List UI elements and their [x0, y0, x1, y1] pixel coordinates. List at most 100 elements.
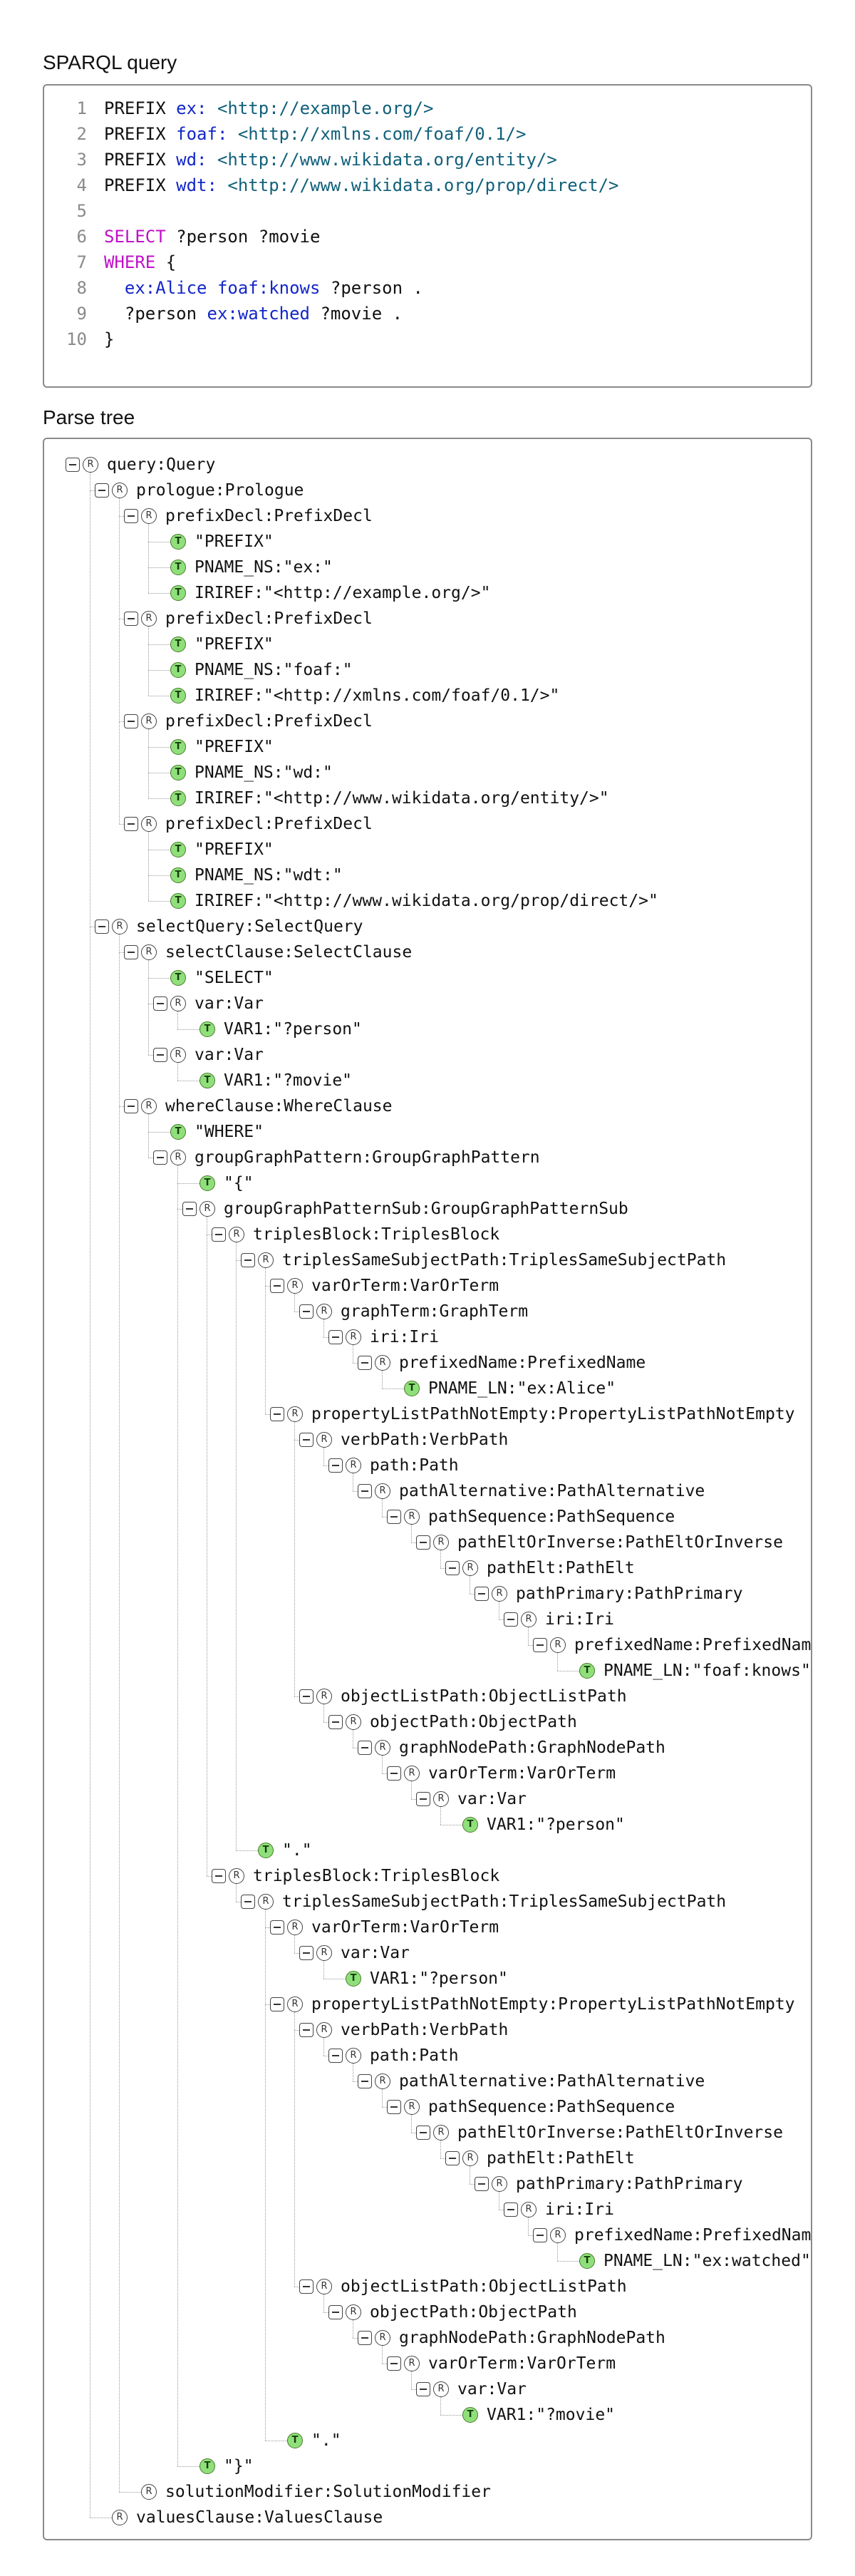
collapse-toggle-icon[interactable]	[328, 1330, 343, 1344]
collapse-toggle-icon[interactable]	[445, 2151, 460, 2165]
terminal-node-label[interactable]: IRIREF:"<http://example.org/>"	[195, 584, 491, 602]
terminal-node-label[interactable]: PNAME_NS:"foaf:"	[195, 661, 353, 679]
rule-node-label[interactable]: objectListPath:ObjectListPath	[341, 2277, 627, 2296]
collapse-toggle-icon[interactable]	[299, 1433, 314, 1447]
collapse-toggle-icon[interactable]	[124, 945, 138, 959]
rule-node-label[interactable]: pathAlternative:PathAlternative	[399, 2072, 705, 2091]
collapse-toggle-icon[interactable]	[299, 1304, 314, 1319]
collapse-toggle-icon[interactable]	[328, 1458, 343, 1473]
rule-node-label[interactable]: graphTerm:GraphTerm	[341, 1302, 529, 1321]
rule-node-label[interactable]: graphNodePath:GraphNodePath	[399, 2329, 665, 2347]
collapse-toggle-icon[interactable]	[533, 1638, 547, 1652]
collapse-toggle-icon[interactable]	[358, 2331, 372, 2345]
terminal-node-label[interactable]: PNAME_NS:"ex:"	[195, 558, 333, 577]
terminal-node-label[interactable]: "{"	[224, 1174, 254, 1192]
collapse-toggle-icon[interactable]	[358, 1741, 372, 1755]
collapse-toggle-icon[interactable]	[270, 1407, 284, 1421]
collapse-toggle-icon[interactable]	[270, 1997, 284, 2011]
terminal-node-label[interactable]: "WHERE"	[195, 1123, 264, 1141]
terminal-node-label[interactable]: VAR1:"?movie"	[487, 2406, 616, 2424]
collapse-toggle-icon[interactable]	[299, 2279, 314, 2294]
terminal-node-label[interactable]: PNAME_NS:"wdt:"	[195, 866, 343, 885]
rule-node-label[interactable]: pathElt:PathElt	[487, 1559, 635, 1577]
collapse-toggle-icon[interactable]	[416, 1792, 430, 1806]
rule-node-label[interactable]: varOrTerm:VarOrTerm	[428, 1764, 616, 1783]
collapse-toggle-icon[interactable]	[124, 817, 138, 831]
rule-node-label[interactable]: verbPath:VerbPath	[341, 2021, 509, 2039]
terminal-node-label[interactable]: IRIREF:"<http://www.wikidata.org/entity/…	[195, 789, 609, 808]
collapse-toggle-icon[interactable]	[153, 1048, 167, 1062]
collapse-toggle-icon[interactable]	[328, 2305, 343, 2319]
rule-node-label[interactable]: groupGraphPatternSub:GroupGraphPatternSu…	[224, 1200, 628, 1218]
collapse-toggle-icon[interactable]	[358, 2074, 372, 2088]
collapse-toggle-icon[interactable]	[299, 2023, 314, 2037]
terminal-node-label[interactable]: VAR1:"?person"	[487, 1815, 625, 1834]
terminal-node-label[interactable]: VAR1:"?person"	[370, 1969, 508, 1988]
terminal-node-label[interactable]: PNAME_LN:"ex:Alice"	[428, 1379, 616, 1398]
terminal-node-label[interactable]: "}"	[224, 2457, 254, 2475]
rule-node-label[interactable]: pathEltOrInverse:PathEltOrInverse	[457, 2123, 783, 2142]
terminal-node-label[interactable]: "PREFIX"	[195, 635, 274, 654]
collapse-toggle-icon[interactable]	[124, 1099, 138, 1113]
rule-node-label[interactable]: varOrTerm:VarOrTerm	[311, 1918, 499, 1937]
rule-node-label[interactable]: iri:Iri	[370, 1328, 439, 1346]
rule-node-label[interactable]: verbPath:VerbPath	[341, 1431, 509, 1449]
rule-node-label[interactable]: pathEltOrInverse:PathEltOrInverse	[457, 1533, 783, 1552]
rule-node-label[interactable]: iri:Iri	[545, 1610, 614, 1629]
rule-node-label[interactable]: prologue:Prologue	[136, 481, 304, 500]
rule-node-label[interactable]: path:Path	[370, 2046, 459, 2065]
rule-node-label[interactable]: var:Var	[457, 2380, 527, 2399]
collapse-toggle-icon[interactable]	[328, 2049, 343, 2063]
collapse-toggle-icon[interactable]	[504, 1612, 518, 1627]
terminal-node-label[interactable]: "SELECT"	[195, 969, 274, 987]
collapse-toggle-icon[interactable]	[328, 1715, 343, 1729]
rule-node-label[interactable]: graphNodePath:GraphNodePath	[399, 1738, 665, 1757]
collapse-toggle-icon[interactable]	[124, 714, 138, 728]
collapse-toggle-icon[interactable]	[504, 2203, 518, 2217]
terminal-node-label[interactable]: "."	[311, 2431, 341, 2450]
collapse-toggle-icon[interactable]	[124, 612, 138, 626]
rule-node-label[interactable]: pathElt:PathElt	[487, 2149, 635, 2168]
rule-node-label[interactable]: objectPath:ObjectPath	[370, 1713, 577, 1731]
collapse-toggle-icon[interactable]	[95, 483, 109, 498]
rule-node-label[interactable]: selectQuery:SelectQuery	[136, 917, 363, 936]
collapse-toggle-icon[interactable]	[475, 1587, 489, 1601]
rule-node-label[interactable]: whereClause:WhereClause	[165, 1097, 393, 1116]
collapse-toggle-icon[interactable]	[241, 1253, 255, 1267]
collapse-toggle-icon[interactable]	[416, 2382, 430, 2396]
rule-node-label[interactable]: var:Var	[457, 1790, 527, 1808]
rule-node-label[interactable]: var:Var	[341, 1944, 410, 1962]
rule-node-label[interactable]: solutionModifier:SolutionModifier	[165, 2483, 491, 2501]
rule-node-label[interactable]: triplesBlock:TriplesBlock	[253, 1867, 500, 1885]
terminal-node-label[interactable]: "PREFIX"	[195, 532, 274, 551]
collapse-toggle-icon[interactable]	[299, 1946, 314, 1960]
rule-node-label[interactable]: pathAlternative:PathAlternative	[399, 1482, 705, 1500]
collapse-toggle-icon[interactable]	[445, 1561, 460, 1575]
rule-node-label[interactable]: triplesBlock:TriplesBlock	[253, 1225, 500, 1244]
collapse-toggle-icon[interactable]	[358, 1484, 372, 1498]
collapse-toggle-icon[interactable]	[212, 1869, 226, 1883]
rule-node-label[interactable]: prefixDecl:PrefixDecl	[165, 712, 373, 731]
rule-node-label[interactable]: prefixDecl:PrefixDecl	[165, 609, 373, 628]
rule-node-label[interactable]: var:Var	[195, 994, 264, 1013]
collapse-toggle-icon[interactable]	[270, 1920, 284, 1934]
rule-node-label[interactable]: triplesSameSubjectPath:TriplesSameSubjec…	[282, 1892, 727, 1911]
rule-node-label[interactable]: prefixedName:PrefixedName	[399, 1354, 646, 1372]
rule-node-label[interactable]: pathPrimary:PathPrimary	[516, 1585, 743, 1603]
rule-node-label[interactable]: valuesClause:ValuesClause	[136, 2508, 383, 2527]
terminal-node-label[interactable]: IRIREF:"<http://www.wikidata.org/prop/di…	[195, 892, 658, 910]
rule-node-label[interactable]: propertyListPathNotEmpty:PropertyListPat…	[311, 1995, 795, 2014]
collapse-toggle-icon[interactable]	[182, 1202, 197, 1216]
rule-node-label[interactable]: pathPrimary:PathPrimary	[516, 2175, 743, 2193]
rule-node-label[interactable]: varOrTerm:VarOrTerm	[428, 2354, 616, 2373]
collapse-toggle-icon[interactable]	[212, 1227, 226, 1242]
terminal-node-label[interactable]: IRIREF:"<http://xmlns.com/foaf/0.1/>"	[195, 686, 560, 705]
collapse-toggle-icon[interactable]	[387, 1510, 401, 1524]
collapse-toggle-icon[interactable]	[387, 2100, 401, 2114]
terminal-node-label[interactable]: "."	[282, 1841, 312, 1860]
collapse-toggle-icon[interactable]	[533, 2228, 547, 2242]
rule-node-label[interactable]: query:Query	[107, 455, 216, 474]
rule-node-label[interactable]: iri:Iri	[545, 2200, 614, 2219]
rule-node-label[interactable]: path:Path	[370, 1456, 459, 1475]
